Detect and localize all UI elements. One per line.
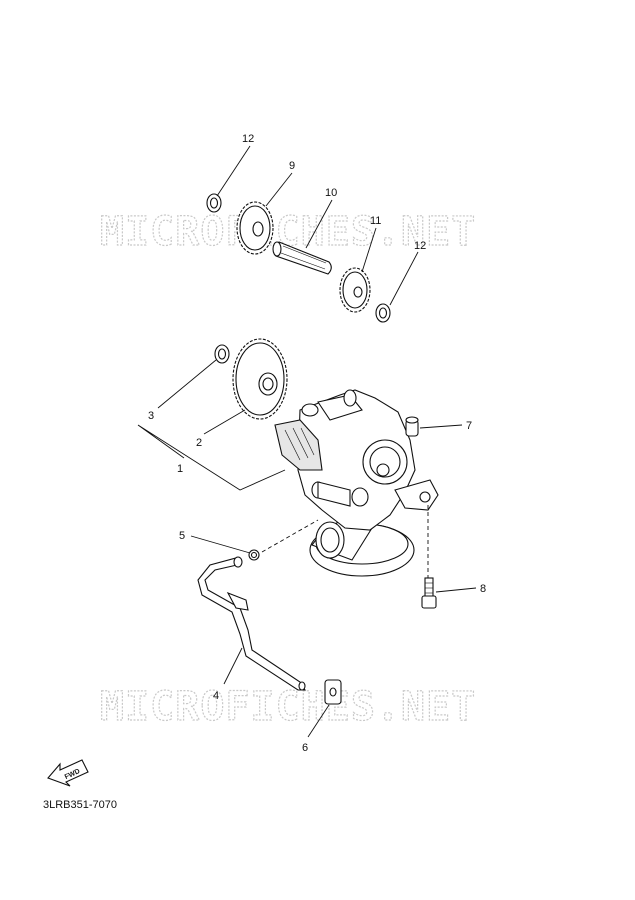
bolt-8 bbox=[421, 577, 437, 609]
callout-11: 11 bbox=[370, 215, 381, 227]
watermark-bottom: MICROFICHES.NET bbox=[100, 684, 476, 730]
driven-gear-2 bbox=[232, 338, 288, 420]
delivery-pipe-4 bbox=[197, 556, 306, 691]
callout-10: 10 bbox=[325, 187, 337, 199]
callout-12-right: 12 bbox=[414, 240, 426, 252]
oil-pump-assembly-1 bbox=[274, 389, 439, 577]
shaft-10 bbox=[272, 241, 332, 275]
circlip-12-top bbox=[206, 193, 222, 213]
callout-4: 4 bbox=[213, 690, 219, 702]
callout-3: 3 bbox=[148, 410, 154, 422]
callout-6: 6 bbox=[302, 742, 308, 754]
document-id: 3LRB351-7070 bbox=[43, 799, 117, 811]
gear-11 bbox=[339, 267, 371, 313]
clamp-6 bbox=[324, 679, 342, 705]
callout-12-top: 12 bbox=[242, 133, 254, 145]
circlip-3 bbox=[214, 344, 230, 364]
callout-1: 1 bbox=[177, 463, 183, 475]
callout-5: 5 bbox=[179, 530, 185, 542]
callout-2: 2 bbox=[196, 437, 202, 449]
gear-9 bbox=[236, 201, 274, 255]
callout-7: 7 bbox=[466, 420, 472, 432]
fwd-arrow-icon: FWD bbox=[47, 759, 89, 787]
o-ring-5 bbox=[248, 549, 260, 561]
circlip-12-right bbox=[375, 303, 391, 323]
leader-lines bbox=[137, 145, 477, 738]
callout-8: 8 bbox=[480, 583, 486, 595]
callout-9: 9 bbox=[289, 160, 295, 172]
dowel-pin-7 bbox=[405, 416, 419, 437]
